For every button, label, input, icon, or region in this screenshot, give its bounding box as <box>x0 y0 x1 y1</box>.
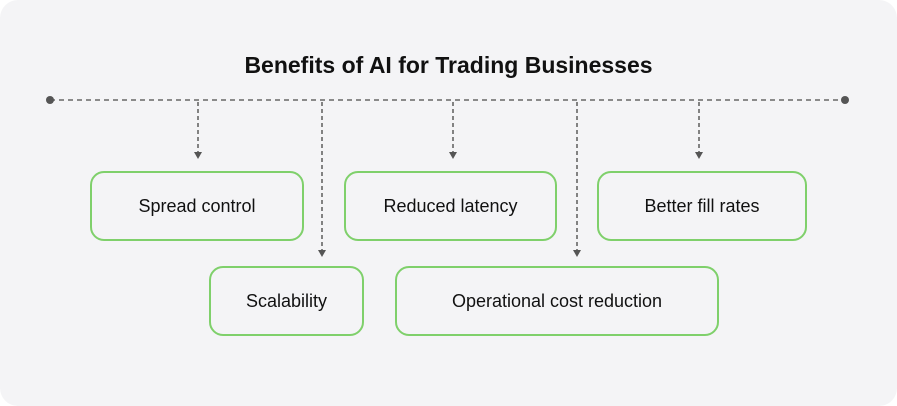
arrow-head-icon <box>695 152 703 159</box>
arrow-head-icon <box>573 250 581 257</box>
timeline-start-dot <box>46 96 54 104</box>
arrow-head-icon <box>449 152 457 159</box>
arrow-head-icon <box>194 152 202 159</box>
benefit-better-fill-rates: Better fill rates <box>597 171 807 241</box>
benefit-operational-cost-reduction: Operational cost reduction <box>395 266 719 336</box>
diagram-title: Benefits of AI for Trading Businesses <box>244 52 653 78</box>
benefit-spread-control: Spread control <box>90 171 304 241</box>
benefit-scalability: Scalability <box>209 266 364 336</box>
arrow-head-icon <box>318 250 326 257</box>
timeline-end-dot <box>841 96 849 104</box>
benefit-reduced-latency: Reduced latency <box>344 171 557 241</box>
